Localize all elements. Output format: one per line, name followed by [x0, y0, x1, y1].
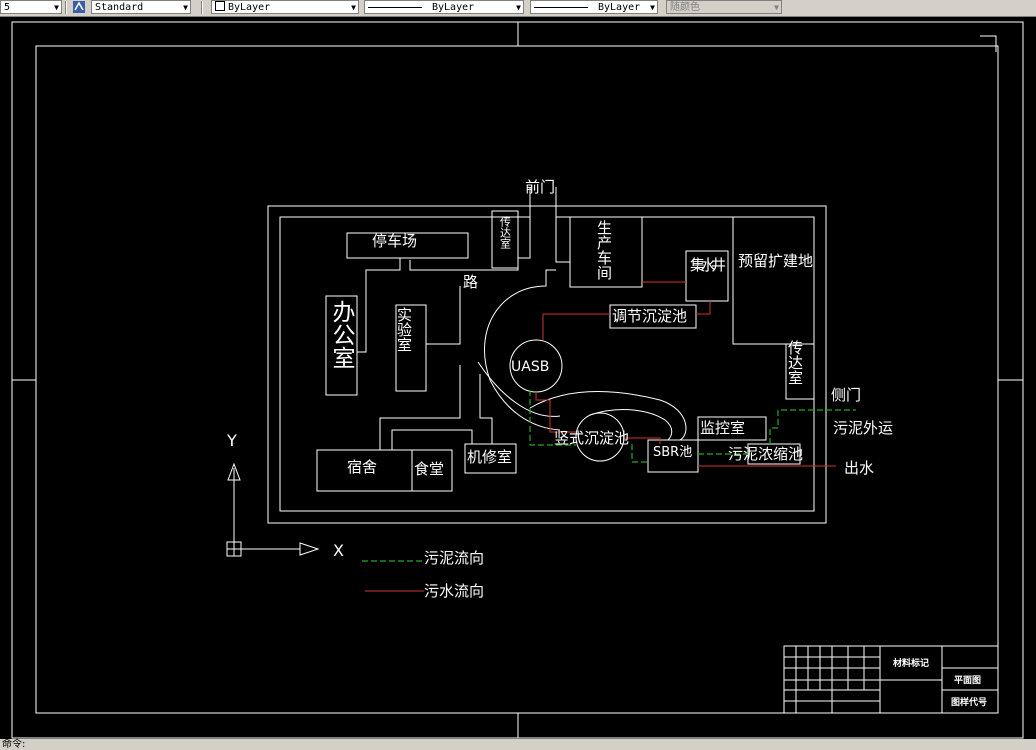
dimstyle-value: 5 — [4, 2, 11, 13]
monitor-room — [697, 416, 767, 441]
equalization-tank — [609, 304, 697, 329]
chevron-down-icon[interactable]: ▼ — [774, 3, 779, 12]
sump — [685, 250, 729, 302]
road-to-repair — [479, 374, 493, 444]
color-swatch-icon — [215, 1, 225, 11]
sump-label: 集水井 — [690, 256, 726, 274]
road-to-canteen — [391, 429, 473, 450]
office-label: 办公室 — [328, 300, 356, 369]
command-prompt: 命令: — [2, 739, 26, 750]
chevron-down-icon[interactable]: ▼ — [650, 3, 655, 12]
office-building — [325, 295, 358, 396]
effluent-label: 出水 — [844, 459, 874, 477]
parking-lot — [346, 232, 469, 259]
command-line[interactable]: 命令: — [0, 739, 1036, 750]
guard-room-left — [491, 210, 519, 269]
properties-toolbar: 5 ▼ Standard ▼ ByLayer ▼ ByLayer ▼ ByLay… — [0, 0, 1036, 17]
road-top-left — [409, 217, 531, 271]
toolbar-separator — [201, 1, 203, 14]
corner-mark — [980, 35, 997, 52]
title-material-mark: 材料标记 — [892, 657, 929, 669]
layer-color-combo[interactable]: ByLayer ▼ — [211, 0, 359, 14]
dorm-label: 宿舍 — [347, 458, 377, 476]
road-top-right — [555, 217, 570, 263]
workshop-label: 生产车间 — [595, 220, 613, 281]
parking-label: 停车场 — [372, 232, 417, 250]
linetype-sample-icon — [368, 6, 422, 8]
curved-path-b — [589, 409, 673, 441]
canteen-label: 食堂 — [414, 460, 444, 478]
text-style-icon[interactable] — [72, 0, 86, 14]
reserved-label: 预留扩建地 — [738, 252, 813, 270]
lineweight-value: ByLayer — [598, 2, 641, 13]
road-to-office — [357, 258, 401, 353]
title-plan-view: 平面图 — [954, 675, 981, 686]
lab-label: 实验室 — [395, 307, 413, 352]
linetype-combo[interactable]: ByLayer ▼ — [364, 0, 524, 14]
textstyle-combo[interactable]: Standard ▼ — [91, 0, 191, 14]
drawing-canvas[interactable]: Y X 前门 侧门 停车场 传达室 路 办公室 实验室 生产车间 集水井 预留扩… — [0, 17, 1036, 739]
title-drawing-code: 图样代号 — [951, 696, 987, 708]
site-outer-boundary — [267, 205, 827, 524]
sbr-label: SBR池 — [653, 445, 692, 460]
sludge-out-label: 污泥外运 — [833, 419, 893, 437]
uasb-label: UASB — [511, 359, 549, 375]
guard-right-label: 传达室 — [786, 340, 804, 385]
equalization-label: 调节沉淀池 — [612, 307, 687, 325]
toolbar-separator — [65, 1, 67, 14]
title-block — [783, 645, 999, 714]
plotstyle-combo[interactable]: 随颜色 ▼ — [666, 0, 782, 14]
guard-room-right — [785, 343, 815, 400]
plotstyle-value: 随颜色 — [670, 2, 700, 13]
chevron-down-icon[interactable]: ▼ — [183, 3, 188, 12]
axis-y-label: Y — [226, 431, 237, 450]
vertical-settler — [575, 412, 625, 462]
sludge-flow-lines — [529, 390, 856, 463]
repair-building — [464, 443, 517, 474]
reserved-area — [732, 216, 815, 345]
dorm-building — [316, 449, 453, 492]
chevron-down-icon[interactable]: ▼ — [351, 3, 356, 12]
sbr-tank — [647, 439, 699, 473]
guard-left-label: 传达室 — [499, 216, 512, 249]
lineweight-sample-icon — [534, 6, 588, 8]
inner-border — [35, 45, 999, 714]
axis-x-label: X — [333, 541, 344, 560]
workshop-building — [569, 216, 643, 288]
legend-sludge-label: 污泥流向 — [424, 549, 484, 567]
road-to-lab — [426, 286, 461, 345]
layer-color-value: ByLayer — [228, 2, 271, 13]
legend-sewage-label: 污水流向 — [424, 582, 484, 600]
outer-border — [11, 21, 1024, 739]
lab-building — [395, 304, 427, 392]
ucs-icon — [226, 462, 320, 557]
road-label: 路 — [463, 273, 478, 291]
road-to-dorm — [379, 365, 461, 450]
chevron-down-icon[interactable]: ▼ — [54, 3, 59, 12]
side-gate-label: 侧门 — [831, 386, 861, 404]
thickener-label: 污泥浓缩池 — [728, 445, 803, 463]
repair-label: 机修室 — [467, 448, 512, 466]
chevron-down-icon[interactable]: ▼ — [516, 3, 521, 12]
vertical-settler-label: 竖式沉淀池 — [554, 429, 629, 447]
monitor-room-label: 监控室 — [700, 419, 745, 437]
curved-path-a — [529, 391, 687, 441]
linetype-value: ByLayer — [432, 2, 475, 13]
curved-road-outer — [484, 269, 561, 431]
sewage-flow-lines — [535, 281, 836, 467]
front-gate-label: 前门 — [525, 178, 555, 196]
dimstyle-combo[interactable]: 5 ▼ — [0, 0, 62, 14]
lineweight-combo[interactable]: ByLayer ▼ — [530, 0, 658, 14]
textstyle-value: Standard — [95, 2, 144, 13]
